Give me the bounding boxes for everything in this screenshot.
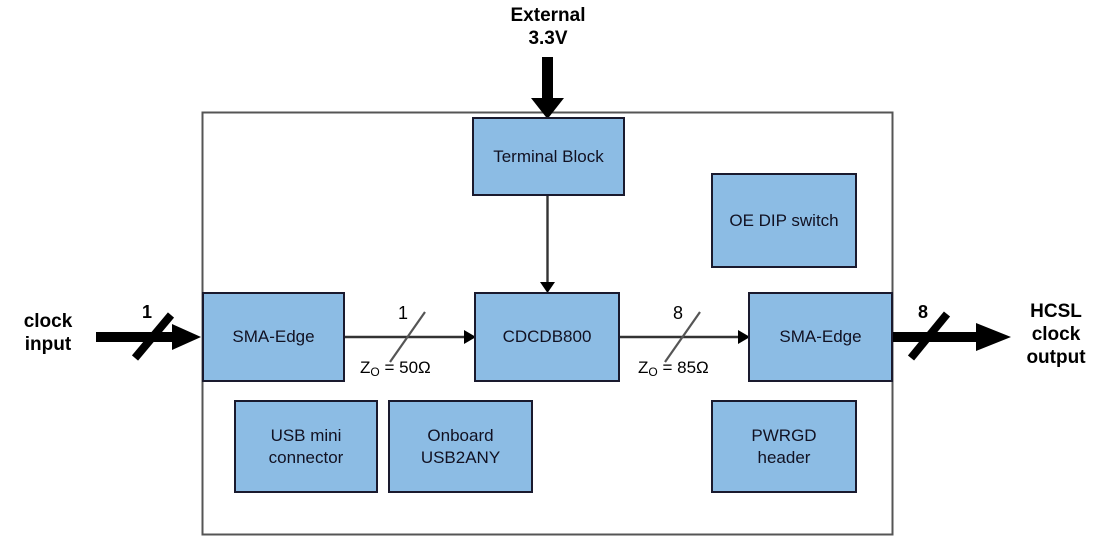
terminal-to-cdcdb800-arrow [540, 196, 555, 293]
block-oe-dip-switch[interactable]: OE DIP switch [711, 173, 857, 268]
block-onboard-usb2any[interactable]: Onboard USB2ANY [388, 400, 533, 493]
clock-output-label: HCSL clock output [1026, 301, 1086, 369]
impedance-label-output-side: ZO = 85Ω [638, 358, 709, 379]
bus-width-clock-output: 8 [917, 302, 928, 322]
clock-input-label: clock input [23, 311, 73, 356]
impedance-input-symbol: Z [360, 358, 371, 377]
block-sma-edge-input[interactable]: SMA-Edge [202, 292, 345, 382]
bus-width-cdcdb800-to-sma: 8 [672, 303, 683, 323]
impedance-label-input-side: ZO = 50Ω [360, 358, 431, 379]
block-usb-mini-connector[interactable]: USB mini connector [234, 400, 378, 493]
block-cdcdb800[interactable]: CDCDB800 [474, 292, 620, 382]
impedance-output-symbol: Z [638, 358, 649, 377]
bus-width-clock-input: 1 [141, 302, 152, 322]
impedance-input-subscript: O [370, 365, 380, 379]
impedance-output-subscript: O [648, 365, 658, 379]
impedance-output-value: = 85Ω [657, 358, 709, 377]
external-power-arrow [531, 57, 564, 119]
external-power-label: External 3.3V [510, 5, 586, 50]
cdcdb800-to-sma-output-arrow [620, 311, 750, 363]
impedance-input-value: = 50Ω [379, 358, 431, 377]
clock-output-arrow [893, 311, 1011, 361]
block-pwrgd-header[interactable]: PWRGD header [711, 400, 857, 493]
clock-input-arrow [96, 312, 201, 361]
block-terminal-block[interactable]: Terminal Block [472, 117, 625, 196]
sma-input-to-cdcdb800-arrow [345, 311, 476, 363]
block-sma-edge-output[interactable]: SMA-Edge [748, 292, 893, 382]
bus-width-sma-to-cdcdb800: 1 [397, 303, 408, 323]
